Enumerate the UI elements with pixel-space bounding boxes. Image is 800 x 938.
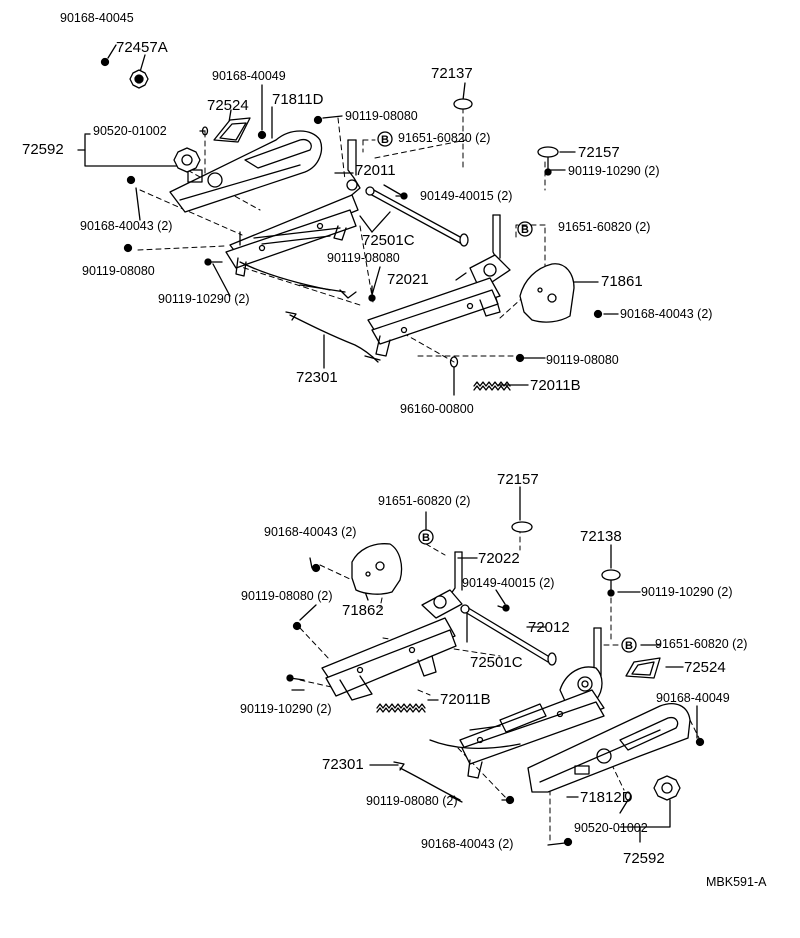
- top-dashed-lines: [137, 107, 546, 363]
- label-top-72011: 72011: [355, 162, 396, 179]
- label-top-72011B: 72011B: [530, 377, 581, 394]
- label-top-71811D: 71811D: [272, 91, 324, 108]
- label-bottom-72138: 72138: [580, 528, 622, 545]
- label-top-90119-08080-d: 90119-08080: [546, 353, 619, 367]
- bottom-track-72022: [321, 551, 463, 701]
- label-bottom-72012: 72012: [528, 619, 570, 636]
- top-knob-72592: [126, 126, 209, 185]
- b-marker-top-2: B: [521, 224, 529, 236]
- label-top-90520-01002: 90520-01002: [93, 124, 167, 138]
- b-marker-bottom-2: B: [625, 640, 633, 652]
- label-bottom-91651-60820-a: 91651-60820 (2): [378, 494, 471, 508]
- label-top-72457A: 72457A: [116, 39, 168, 56]
- label-top-72137: 72137: [431, 65, 473, 82]
- b-marker-glyphs: B B B B: [381, 134, 633, 652]
- label-top-90119-08080-a: 90119-08080: [345, 109, 418, 123]
- top-cable-72301: [285, 311, 381, 363]
- label-bottom-72022: 72022: [478, 550, 520, 567]
- label-bottom-72524: 72524: [684, 659, 726, 676]
- label-bottom-72157: 72157: [497, 471, 539, 488]
- bottom-leader-lines: [291, 486, 698, 846]
- top-spring-72011B: [473, 381, 511, 391]
- top-cover-71861: [519, 263, 575, 323]
- bottom-cable-72301: [393, 725, 521, 805]
- label-bottom-71862: 71862: [342, 602, 384, 619]
- label-bottom-90119-10290-a: 90119-10290 (2): [240, 702, 332, 716]
- label-bottom-72501C: 72501C: [470, 654, 523, 671]
- bottom-spring-72011B: [376, 703, 426, 713]
- b-marker-top-1: B: [381, 134, 389, 146]
- bottom-handle-72524: [625, 657, 661, 679]
- label-bottom-71812D: 71812D: [580, 789, 633, 806]
- top-cover-71811D: [169, 130, 323, 213]
- label-top-90168-40043-b: 90168-40043 (2): [620, 307, 713, 321]
- bottom-knob-72592: [624, 775, 681, 801]
- label-bottom-90119-10290-b: 90119-10290 (2): [641, 585, 733, 599]
- label-top-72021: 72021: [387, 271, 429, 288]
- diagram-id: MBK591-A: [706, 875, 767, 889]
- label-bottom-90149-40015: 90149-40015 (2): [462, 576, 555, 590]
- label-top-72501C: 72501C: [362, 232, 415, 249]
- label-bottom-72011B: 72011B: [440, 691, 491, 708]
- label-top-90168-40049: 90168-40049: [212, 69, 286, 83]
- top-bar-72501C: [365, 186, 469, 247]
- label-top-90119-10290-b: 90119-10290 (2): [158, 292, 250, 306]
- label-top-72524: 72524: [207, 97, 249, 114]
- label-top-90119-08080-b: 90119-08080: [327, 251, 400, 265]
- label-bottom-72301: 72301: [322, 756, 364, 773]
- label-top-91651-60820-b: 91651-60820 (2): [558, 220, 651, 234]
- top-cables: [123, 227, 376, 302]
- label-top-72592: 72592: [22, 141, 64, 158]
- label-bottom-90119-08080-a: 90119-08080 (2): [241, 589, 333, 603]
- label-top-90168-40045: 90168-40045: [60, 11, 134, 25]
- label-bottom-90168-40043-a: 90168-40043 (2): [264, 525, 357, 539]
- label-top-90119-10290-a: 90119-10290 (2): [568, 164, 660, 178]
- top-handle-72524: [213, 117, 251, 143]
- label-bottom-90168-40049: 90168-40049: [656, 691, 730, 705]
- label-bottom-72592: 72592: [623, 850, 665, 867]
- label-bottom-90168-40043-b: 90168-40043 (2): [421, 837, 514, 851]
- bottom-cover-71862: [351, 543, 403, 595]
- top-track-72011: [225, 139, 361, 277]
- label-bottom-90520-01002: 90520-01002: [574, 821, 648, 835]
- label-bottom-90119-08080-b: 90119-08080 (2): [366, 794, 458, 808]
- top-knob-72457A: [100, 57, 149, 89]
- b-marker-bottom-1: B: [422, 532, 430, 544]
- label-top-90119-08080-c: 90119-08080: [82, 264, 155, 278]
- label-top-90149-40015: 90149-40015 (2): [420, 189, 513, 203]
- bottom-track-72012: [459, 627, 605, 779]
- label-top-90168-40043-a: 90168-40043 (2): [80, 219, 173, 233]
- label-bottom-91651-60820-b: 91651-60820 (2): [655, 637, 748, 651]
- bottom-cover-71812D: [527, 703, 691, 793]
- bottom-bar-72501C: [460, 604, 557, 666]
- label-top-71861: 71861: [601, 273, 643, 290]
- label-top-72301: 72301: [296, 369, 338, 386]
- top-track-72021: [367, 214, 511, 357]
- label-top-72157: 72157: [578, 144, 620, 161]
- label-top-91651-60820-a: 91651-60820 (2): [398, 131, 491, 145]
- label-top-96160-00800: 96160-00800: [400, 402, 474, 416]
